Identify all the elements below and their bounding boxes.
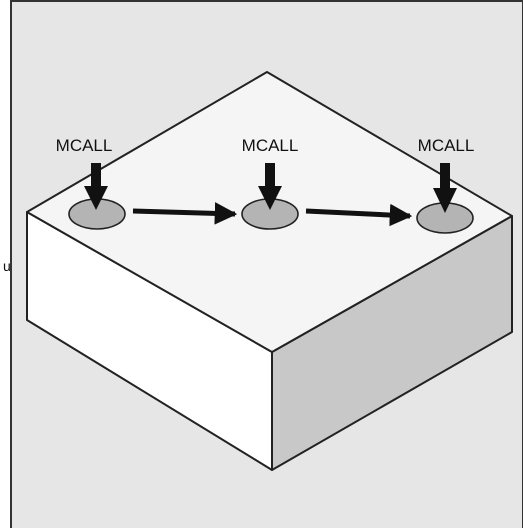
- mcall-label-3: MCALL: [418, 136, 475, 155]
- down-arrow-3: [433, 163, 457, 213]
- margin-glyph: u: [3, 258, 11, 274]
- move-arrow-1: [132, 202, 238, 225]
- down-arrow-1: [84, 163, 108, 210]
- mcall-label-2: MCALL: [242, 136, 299, 155]
- move-arrow-2: [305, 203, 413, 227]
- down-arrow-2: [258, 163, 282, 210]
- mcall-label-1: MCALL: [56, 136, 113, 155]
